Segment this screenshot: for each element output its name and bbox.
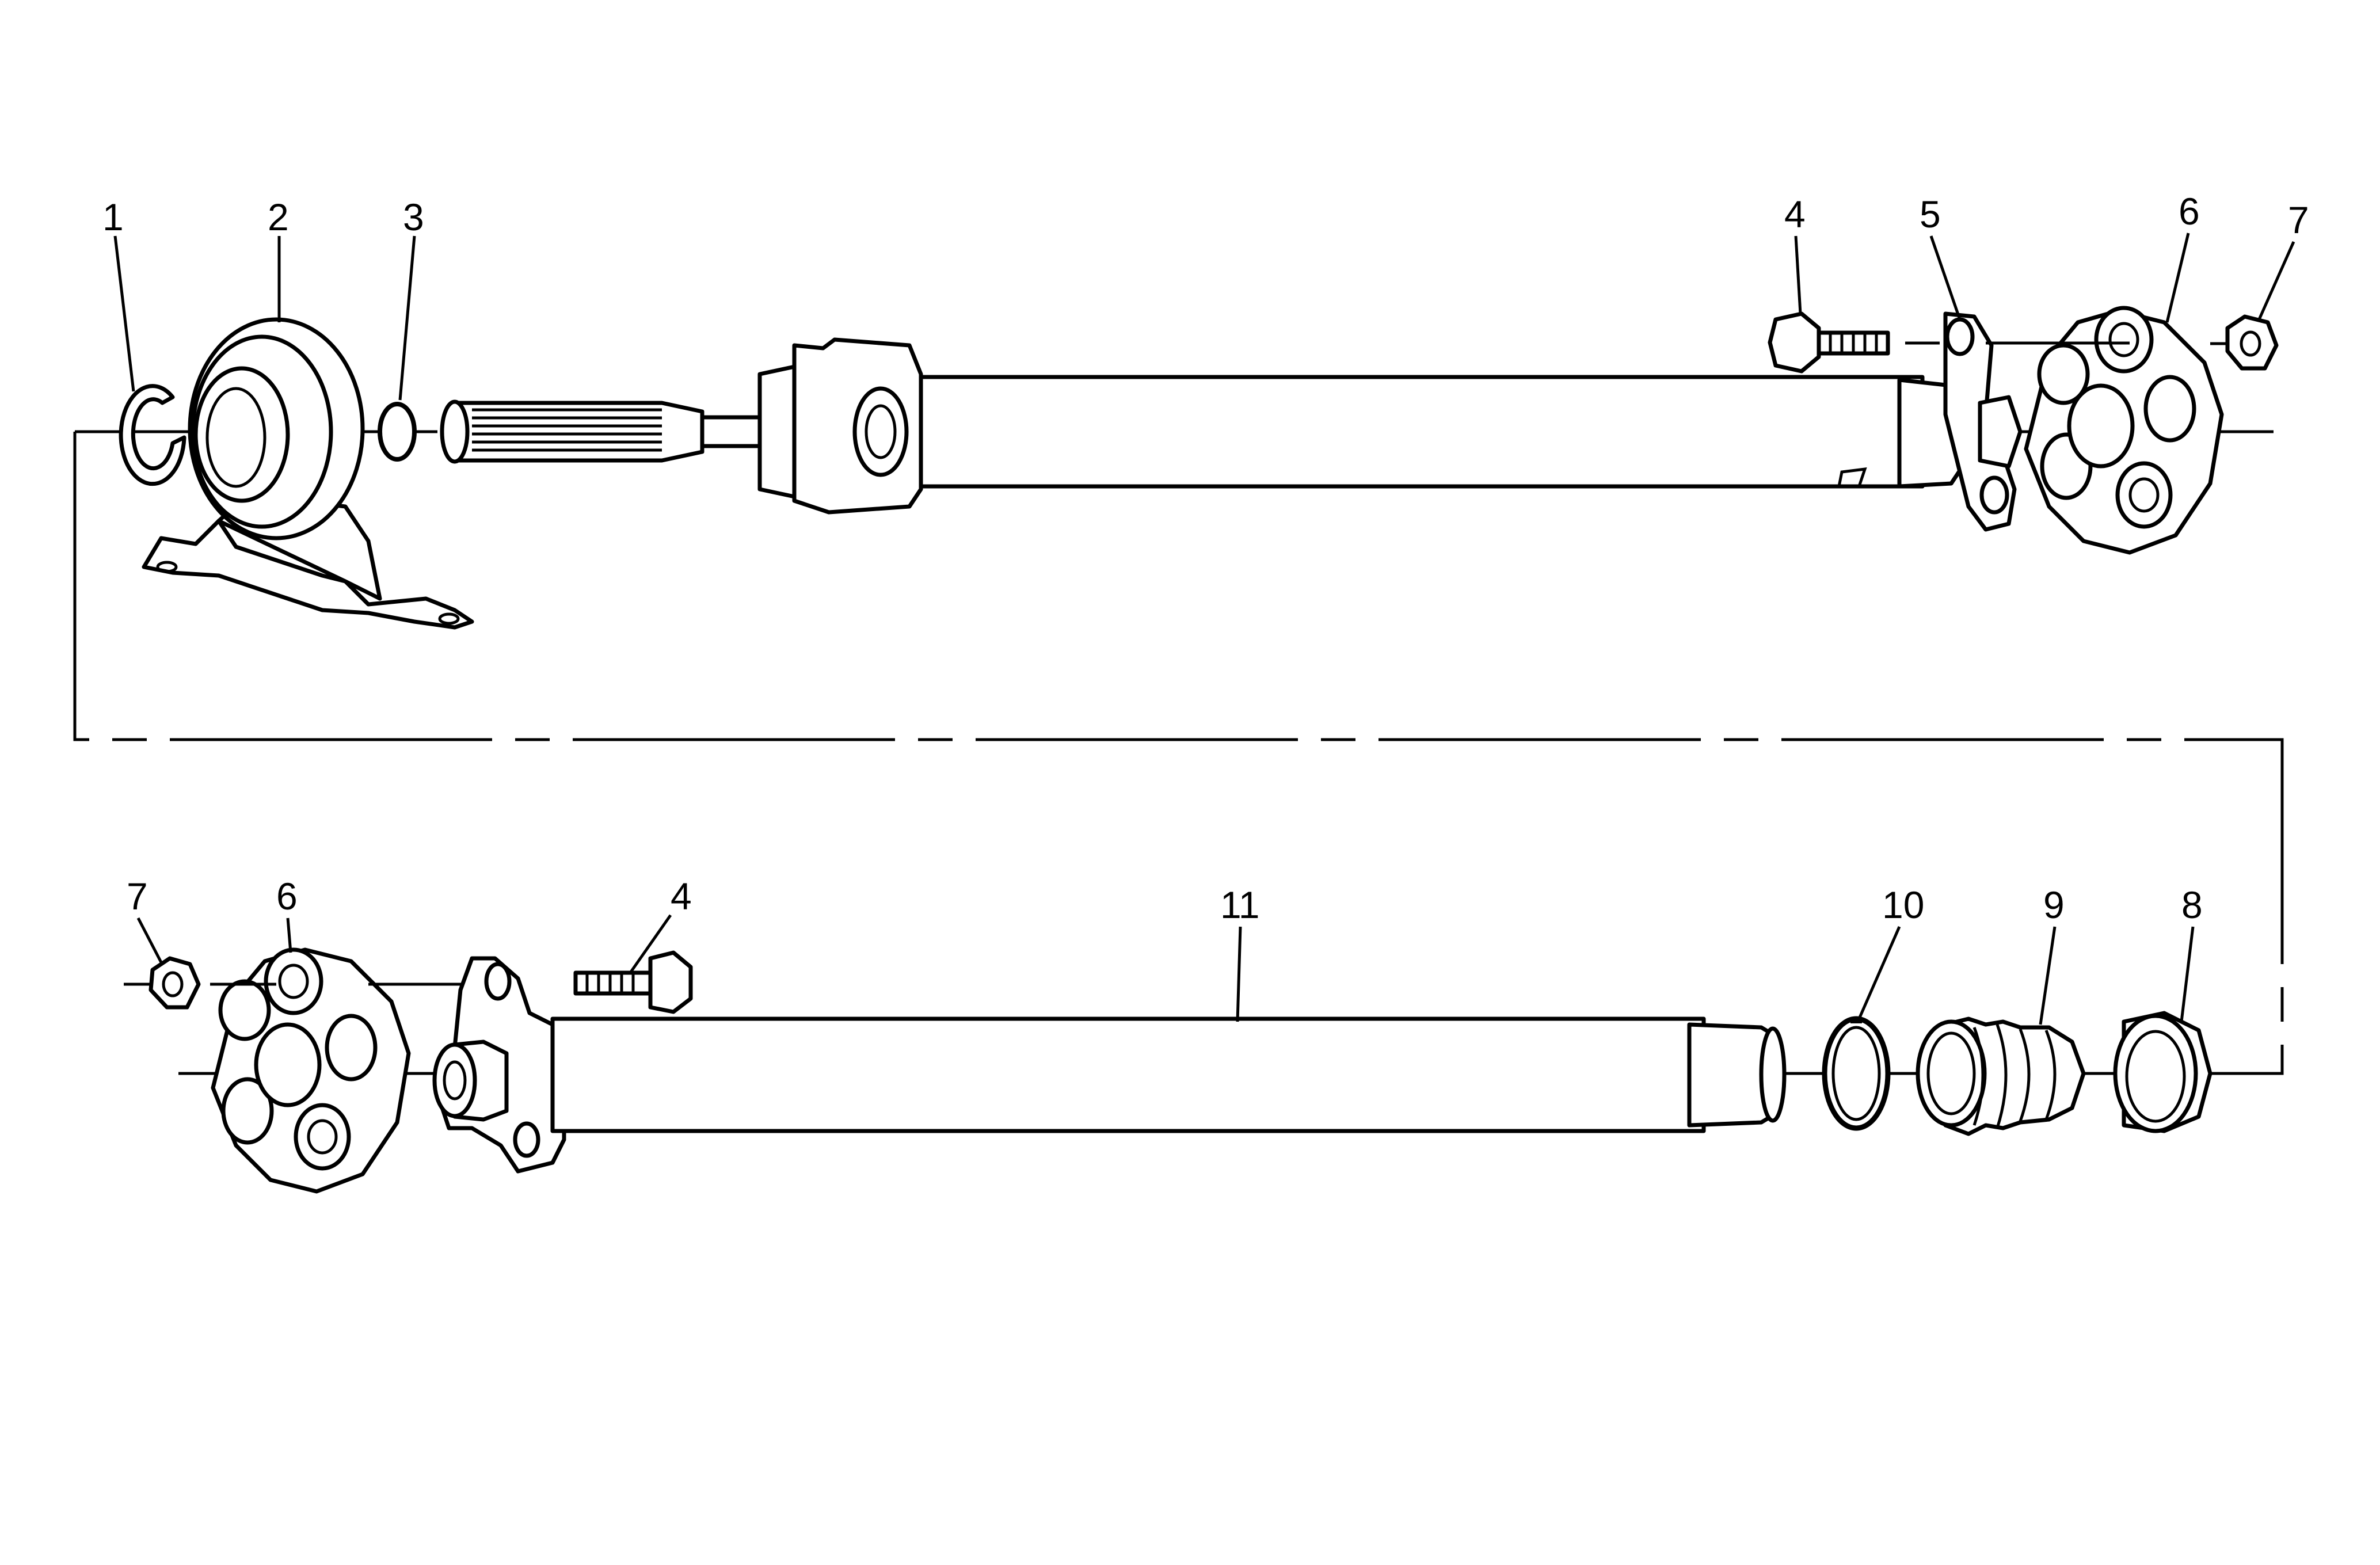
upper-assembly xyxy=(75,306,2279,630)
callout-5: 5 xyxy=(1920,193,1941,235)
retaining-ring-part xyxy=(1822,1016,1891,1131)
boot-part xyxy=(1916,1016,2086,1136)
flange-yoke-lower-part xyxy=(432,956,566,1174)
seal-part xyxy=(2113,1011,2213,1133)
callout-7-upper: 7 xyxy=(2288,199,2309,241)
center-bearing-part xyxy=(142,317,474,630)
nut-upper-part xyxy=(2210,314,2279,371)
bolt-upper-part xyxy=(1768,311,1940,374)
flex-coupling-lower-part xyxy=(210,947,483,1194)
callout-6-upper: 6 xyxy=(2179,190,2200,233)
callout-9: 9 xyxy=(2043,884,2065,926)
callout-1: 1 xyxy=(102,196,124,238)
callout-3: 3 xyxy=(403,196,424,238)
callout-8: 8 xyxy=(2181,884,2203,926)
bolt-lower-part xyxy=(573,950,693,1014)
callout-6-lower: 6 xyxy=(276,875,298,917)
callout-11: 11 xyxy=(1220,884,1260,926)
nut-lower-part xyxy=(124,956,201,1010)
rear-shaft-part xyxy=(550,1016,1787,1133)
callout-7-lower: 7 xyxy=(127,875,148,917)
callout-10: 10 xyxy=(1882,884,1924,926)
flex-coupling-upper-part xyxy=(1986,306,2224,555)
callout-2: 2 xyxy=(268,196,289,238)
snap-ring-part xyxy=(119,384,186,486)
o-ring-part xyxy=(378,402,417,462)
flange-yoke-upper-part xyxy=(1943,311,2023,532)
spline-teeth xyxy=(472,408,662,452)
phantom-connector-line xyxy=(73,432,2284,1075)
leader-lines xyxy=(113,233,2295,1025)
lower-assembly xyxy=(124,947,2213,1194)
front-shaft-part xyxy=(440,337,1965,515)
callout-4-upper: 4 xyxy=(1784,193,1806,235)
callout-labels: 1 2 3 4 5 6 7 7 6 4 11 10 9 8 xyxy=(102,190,2309,926)
callout-4-lower: 4 xyxy=(671,875,692,917)
